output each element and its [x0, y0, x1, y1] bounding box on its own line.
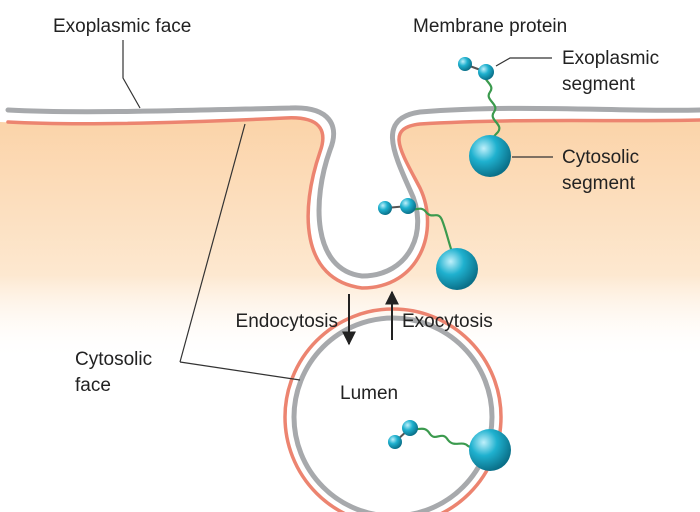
leader-cytosolic-face [179, 123, 301, 381]
label-cytosolic-face-1: Cytosolic [75, 349, 152, 370]
protein-exoplasmic-ball-small [458, 57, 472, 71]
protein-exoplasmic-ball [478, 64, 494, 80]
membrane-protein-vesicle [388, 420, 511, 471]
protein-cytosolic-ball [469, 135, 511, 177]
plasma-membrane-cytosolic-leaflet [6, 116, 700, 290]
leader-exoplasmic-segment [495, 57, 552, 67]
label-endocytosis: Endocytosis [236, 311, 338, 332]
plasma-membrane-exoplasmic-leaflet [5, 105, 700, 279]
cytosol-region [0, 117, 700, 360]
membrane-protein-pit [378, 198, 478, 290]
label-cytosolic-face-2: face [75, 375, 111, 396]
label-membrane-protein: Membrane protein [413, 16, 567, 37]
leader-exoplasmic-face [122, 40, 141, 109]
protein-exoplasmic-ball-small [388, 435, 402, 449]
protein-exoplasmic-ball-small [378, 201, 392, 215]
protein-cytosolic-ball [436, 248, 478, 290]
label-exocytosis: Exocytosis [402, 311, 493, 332]
label-cytosolic-segment-2: segment [562, 173, 636, 194]
membrane-protein-surface [458, 57, 511, 177]
protein-cytosolic-ball [469, 429, 511, 471]
vesicle-exoplasmic-leaflet [291, 315, 495, 512]
label-exoplasmic-segment-1: Exoplasmic [562, 48, 659, 69]
protein-exoplasmic-ball [402, 420, 418, 436]
label-lumen: Lumen [340, 383, 398, 404]
label-cytosolic-segment-1: Cytosolic [562, 147, 639, 168]
protein-helix-coil [407, 205, 454, 253]
label-exoplasmic-face: Exoplasmic face [53, 16, 191, 37]
label-exoplasmic-segment-2: segment [562, 74, 636, 95]
protein-exoplasmic-ball [400, 198, 416, 214]
